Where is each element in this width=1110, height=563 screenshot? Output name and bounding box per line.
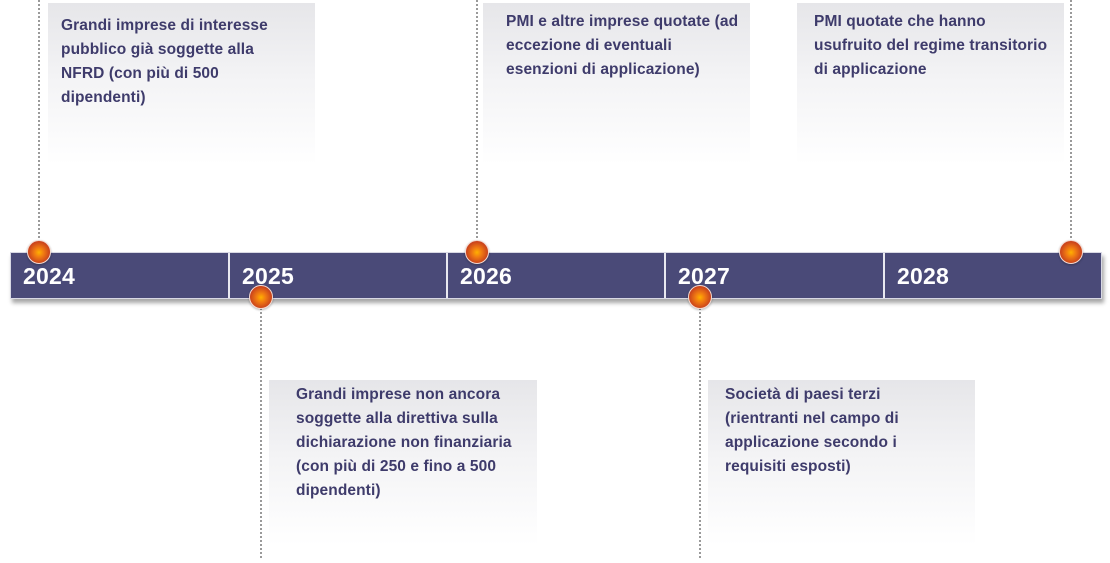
year-label-2025: 2025 bbox=[242, 263, 294, 289]
year-label-2024: 2024 bbox=[23, 263, 75, 289]
year-label-2027: 2027 bbox=[678, 263, 730, 289]
milestone-text-2026: PMI e altre imprese quotate (ad eccezion… bbox=[506, 13, 739, 78]
timeline-bar: 2024 2025 2026 2027 2028 bbox=[10, 252, 1102, 299]
timeline-segment-2024: 2024 bbox=[11, 253, 230, 298]
year-label-2026: 2026 bbox=[460, 263, 512, 289]
milestone-card-2025: Grandi imprese non ancora soggette alla … bbox=[269, 380, 537, 545]
connector-line-2025 bbox=[260, 305, 262, 558]
connector-line-2026 bbox=[476, 0, 478, 246]
milestone-marker-2025-icon bbox=[249, 285, 273, 309]
timeline-segment-2026: 2026 bbox=[448, 253, 666, 298]
milestone-card-2027: Società di paesi terzi (rientranti nel c… bbox=[708, 380, 975, 545]
milestone-card-2024: Grandi imprese di interesse pubblico già… bbox=[48, 3, 315, 165]
timeline-segment-2025: 2025 bbox=[230, 253, 448, 298]
year-label-2028: 2028 bbox=[897, 263, 949, 289]
connector-line-2024 bbox=[38, 0, 40, 246]
timeline-segment-2027: 2027 bbox=[666, 253, 885, 298]
connector-line-2028 bbox=[1070, 0, 1072, 246]
milestone-card-2026: PMI e altre imprese quotate (ad eccezion… bbox=[483, 3, 750, 165]
milestone-marker-2026-icon bbox=[465, 240, 489, 264]
milestone-text-2025: Grandi imprese non ancora soggette alla … bbox=[296, 386, 512, 499]
milestone-text-2024: Grandi imprese di interesse pubblico già… bbox=[61, 17, 268, 106]
milestone-marker-2027-icon bbox=[688, 285, 712, 309]
milestone-marker-2028-icon bbox=[1059, 240, 1083, 264]
milestone-card-2028: PMI quotate che hanno usufruito del regi… bbox=[797, 3, 1064, 165]
milestone-text-2027: Società di paesi terzi (rientranti nel c… bbox=[725, 386, 899, 475]
milestone-text-2028: PMI quotate che hanno usufruito del regi… bbox=[814, 13, 1048, 78]
connector-line-2027 bbox=[699, 305, 701, 558]
milestone-marker-2024-icon bbox=[27, 240, 51, 264]
timeline-segment-2028: 2028 bbox=[885, 253, 1101, 298]
